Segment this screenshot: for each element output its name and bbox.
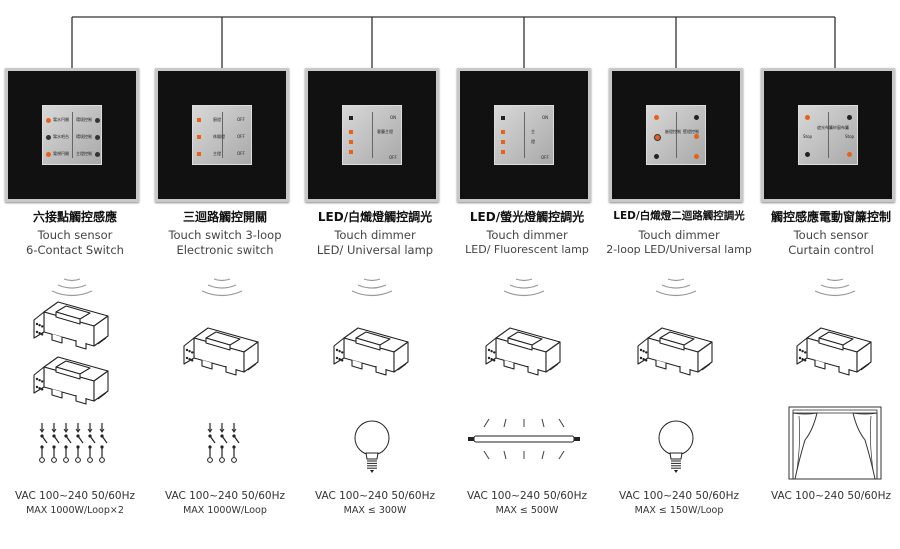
touch-keypad: OFF 廚燈 OFF 休閒燈 OFF 主燈 <box>192 105 252 165</box>
product-subtitle: Touch sensor <box>37 228 113 242</box>
touch-panel: ON OFF 主燈 <box>457 68 591 202</box>
product-illustration <box>333 278 409 473</box>
wireless-signal-icon <box>351 278 393 297</box>
curtain-icon <box>788 406 882 480</box>
product-spec-voltage: VAC 100~240 50/60Hz <box>314 490 436 502</box>
product-title: 三迴路觸控開關 <box>182 210 267 224</box>
light-bulb-icon <box>658 420 694 473</box>
product-subtitle: Touch sensor <box>793 228 869 242</box>
product-spec-voltage: VAC 100~240 50/60Hz <box>618 490 740 502</box>
product-spec-max-load: MAX 1000W/Loop×2 <box>26 505 124 516</box>
product-title: LED/白熾燈觸控調光 <box>317 210 433 224</box>
wireless-signal-icon <box>655 278 697 297</box>
keypad-label: ON <box>390 115 397 120</box>
wireless-signal-icon <box>201 278 243 297</box>
product-title: LED/螢光燈觸控調光 <box>469 210 585 224</box>
product-spec-voltage: VAC 100~240 50/60Hz <box>164 490 286 502</box>
keypad-label: 主 <box>531 129 535 134</box>
keypad-label: 燈 <box>531 139 535 144</box>
product-subtitle-2: 2-loop LED/Universal lamp <box>606 243 752 256</box>
light-bulb-icon <box>354 420 390 473</box>
keypad-label: 休閒燈 <box>213 134 225 139</box>
touch-keypad: 電水円開環境控制電水吧台環境控制電視円開主燈控制 <box>42 105 102 165</box>
touch-keypad: Stop Stop 遮光布簾紗窗布簾 <box>798 105 858 165</box>
relay-module-icon <box>333 327 409 376</box>
keypad-label: Stop <box>845 134 855 139</box>
product-spec-max-load: MAX ≤ 300W <box>343 505 407 516</box>
keypad-label: OFF <box>237 117 245 122</box>
relay-module-icon <box>33 356 109 405</box>
product-spec-voltage: VAC 100~240 50/60Hz <box>14 490 136 502</box>
product-illustration <box>33 278 109 463</box>
product-illustration <box>788 278 882 480</box>
touch-panel: Stop Stop 遮光布簾紗窗布簾 <box>761 68 895 202</box>
touch-keypad: ON OFF 主燈 <box>494 105 554 165</box>
relay-module-icon <box>33 301 109 350</box>
product-spec-max-load: MAX 1000W/Loop <box>183 505 267 516</box>
keypad-label: Stop <box>803 134 813 139</box>
product-spec-max-load: MAX ≤ 500W <box>495 505 559 516</box>
relay-module-icon <box>796 327 872 376</box>
product-subtitle-2: Curtain control <box>788 243 874 257</box>
product-subtitle-2: LED/ Fluorescent lamp <box>465 243 589 256</box>
keypad-label: 電水吧台 <box>53 134 69 139</box>
keypad-label: 主燈控制 <box>76 151 92 156</box>
product-subtitle-2: LED/ Universal lamp <box>316 243 434 257</box>
product-title: 觸控感應電動窗簾控制 <box>770 210 891 224</box>
relay-module-icon <box>183 327 259 376</box>
touch-keypad: 嵌燈控制壁燈控制 <box>646 105 706 165</box>
wireless-signal-icon <box>51 278 93 297</box>
relay-module-icon <box>637 327 713 376</box>
wireless-signal-icon <box>814 278 856 297</box>
load-switch-icon <box>207 423 240 463</box>
keypad-label: 客廳主燈 <box>377 129 393 134</box>
product-subtitle: Touch switch 3-loop <box>168 228 282 242</box>
fluorescent-tube-icon <box>468 418 580 460</box>
product-illustration <box>637 278 713 473</box>
relay-module-icon <box>485 327 561 376</box>
keypad-label: 紗窗布簾 <box>833 125 849 130</box>
product-illustration <box>468 278 580 460</box>
keypad-label: OFF <box>237 151 245 156</box>
keypad-label: OFF <box>541 155 549 160</box>
touch-panel: 電水円開環境控制電水吧台環境控制電視円開主燈控制 <box>5 68 139 202</box>
product-subtitle: Touch dimmer <box>486 228 568 242</box>
keypad-label: 廚燈 <box>213 117 221 122</box>
wireless-signal-icon <box>503 278 545 297</box>
keypad-label: 電水円開 <box>53 117 69 122</box>
keypad-label: 環境控制 <box>76 117 92 122</box>
keypad-label: 主燈 <box>213 151 221 156</box>
touch-panel: 嵌燈控制壁燈控制 <box>609 68 743 202</box>
product-subtitle: Touch dimmer <box>334 228 416 242</box>
keypad-label: OFF <box>389 155 397 160</box>
keypad-label: ON <box>542 115 549 120</box>
product-spec-max-load: MAX ≤ 150W/Loop <box>634 505 724 516</box>
product-title: LED/白熾燈二迴路觸控調光 <box>613 210 745 222</box>
product-subtitle: Touch dimmer <box>638 228 720 242</box>
product-subtitle-2: Electronic switch <box>176 243 274 257</box>
touch-panel: ON OFF 客廳主燈 <box>305 68 439 202</box>
product-subtitle-2: 6-Contact Switch <box>26 243 124 257</box>
keypad-label: 嵌燈控制 <box>665 129 681 134</box>
connection-bus <box>71 16 836 70</box>
product-spec-voltage: VAC 100~240 50/60Hz <box>770 490 892 502</box>
keypad-label: OFF <box>237 134 245 139</box>
keypad-label: 壁燈控制 <box>683 129 699 134</box>
product-title: 六接點觸控感應 <box>32 210 117 224</box>
touch-keypad: ON OFF 客廳主燈 <box>342 105 402 165</box>
keypad-label: 遮光布簾 <box>817 125 833 130</box>
product-illustration <box>183 278 259 463</box>
keypad-label: 電視円開 <box>53 151 69 156</box>
keypad-label: 環境控制 <box>76 134 92 139</box>
touch-panel: OFF 廚燈 OFF 休閒燈 OFF 主燈 <box>155 68 289 202</box>
product-column: OFF 廚燈 OFF 休閒燈 OFF 主燈三迴路觸控開關 Touch switch 3-lo… <box>150 0 300 549</box>
product-spec-voltage: VAC 100~240 50/60Hz <box>466 490 588 502</box>
load-switch-icon <box>39 423 108 463</box>
